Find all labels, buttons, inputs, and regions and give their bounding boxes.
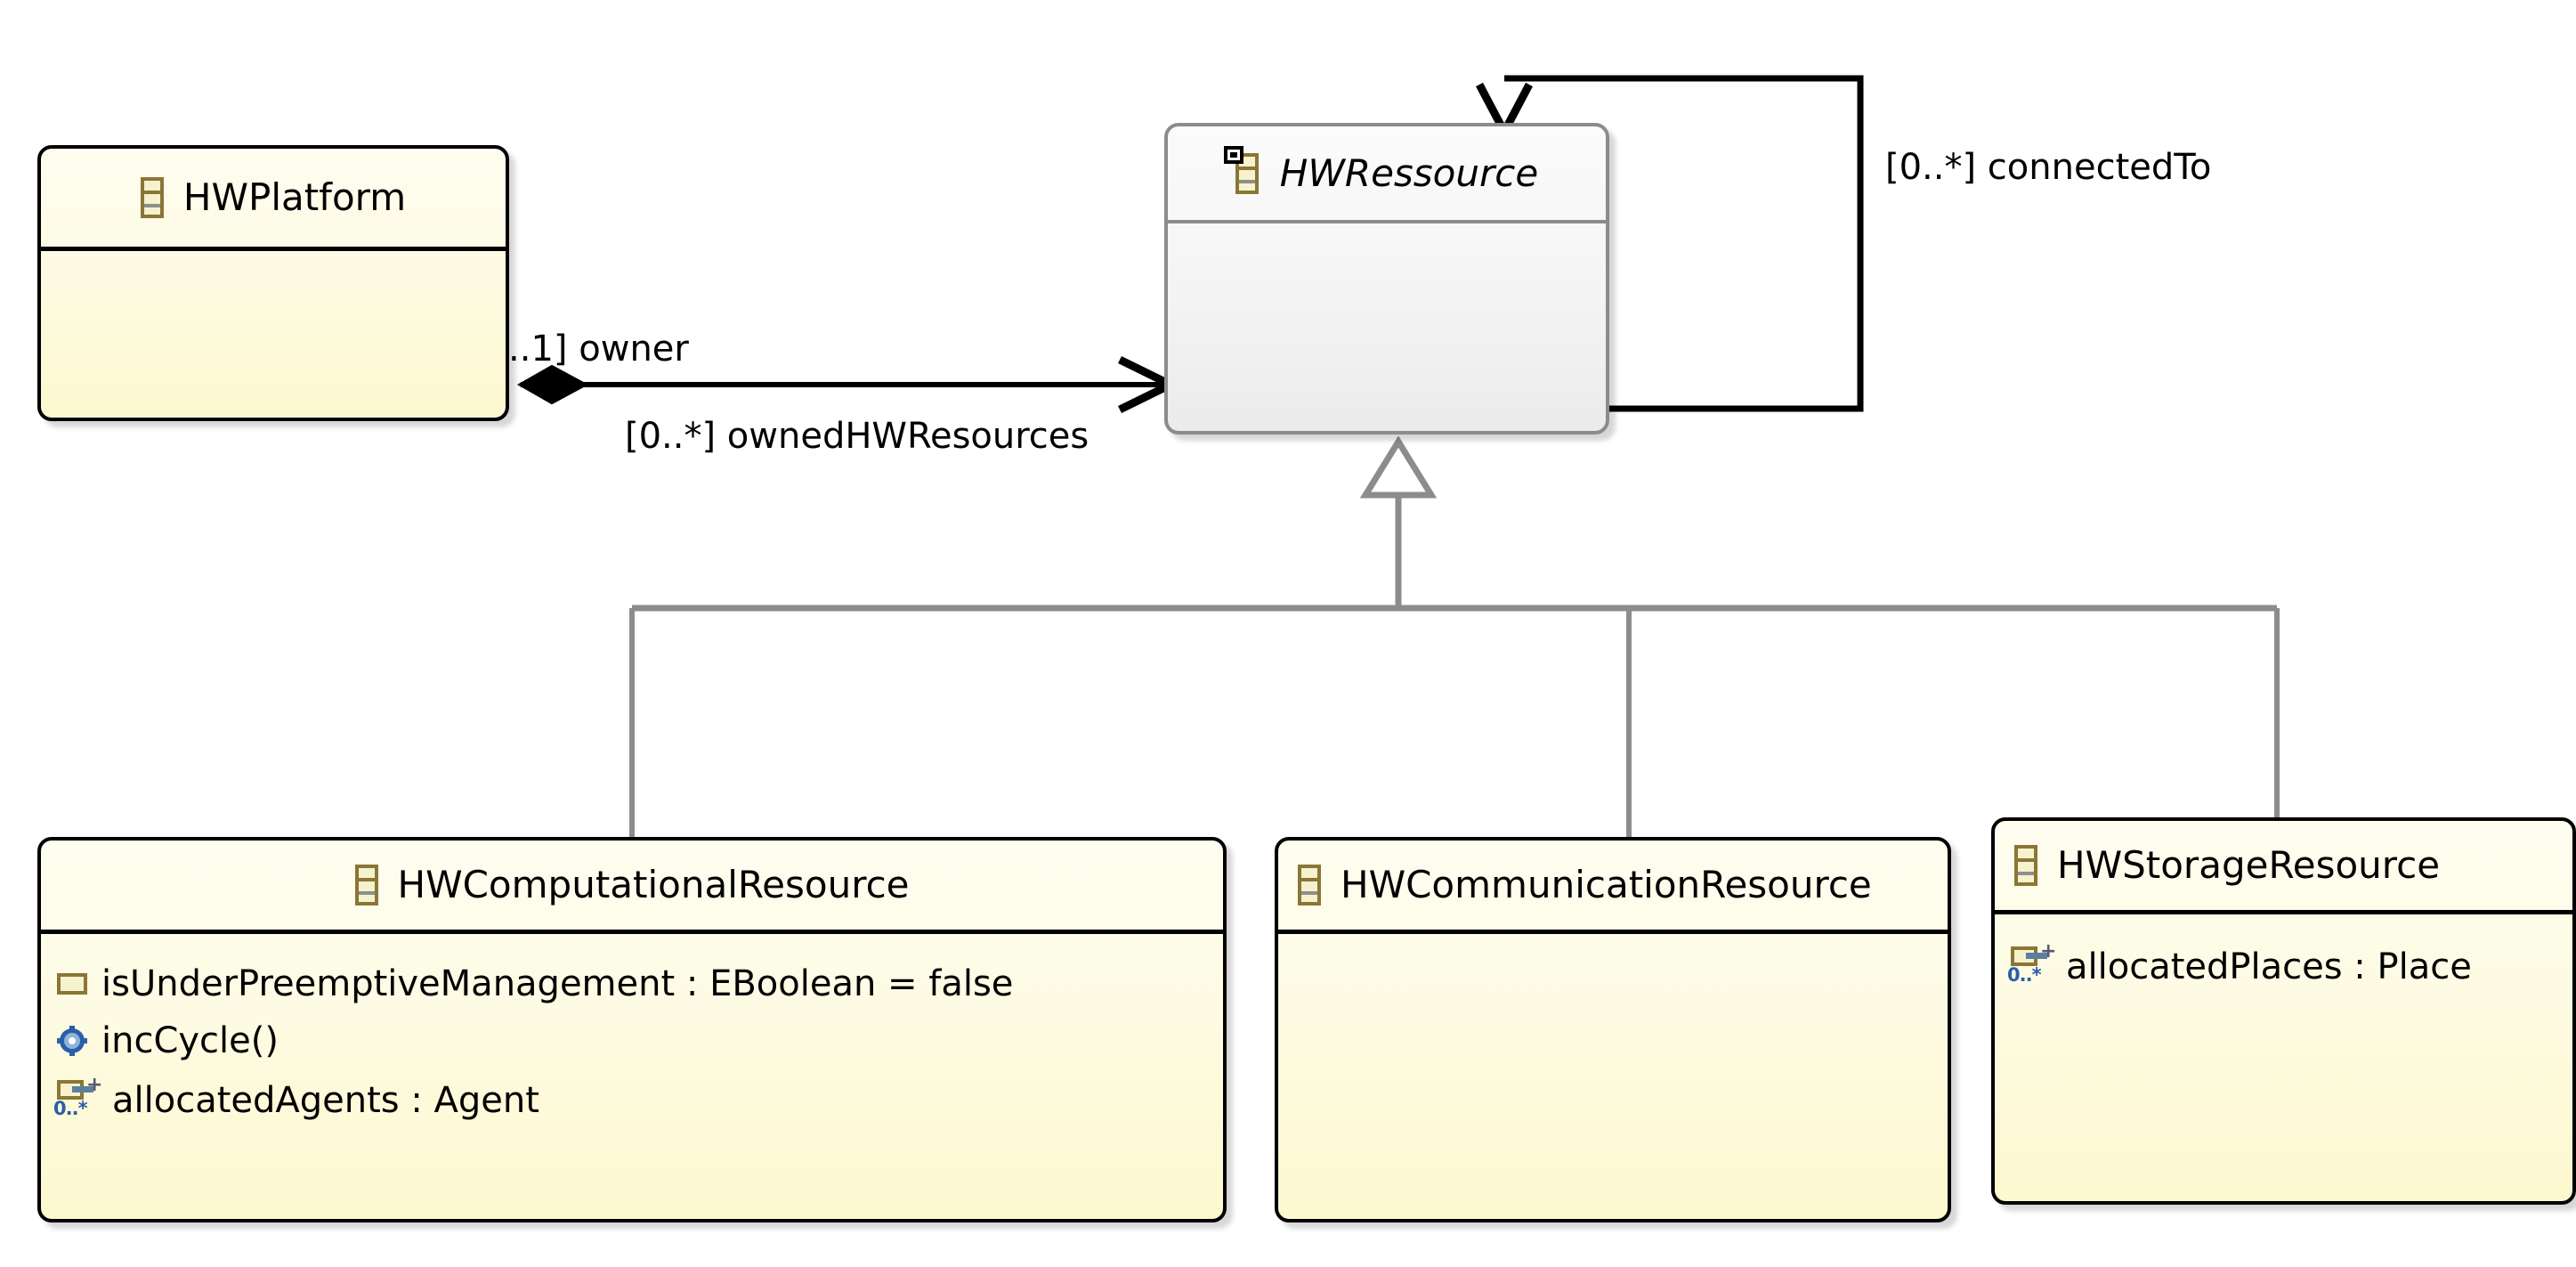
class-body-hwressource bbox=[1168, 223, 1606, 431]
class-body-hwstorageresource: + 0..* allocatedPlaces : Place bbox=[1995, 914, 2572, 1201]
eclass-icon bbox=[140, 177, 164, 218]
class-body-hwcommunicationresource bbox=[1278, 934, 1948, 1219]
reference-icon: + 0..* bbox=[2007, 940, 2057, 986]
operation-icon bbox=[57, 1026, 87, 1056]
class-divider bbox=[41, 930, 1223, 934]
class-header-hwcomputationalresource: HWComputationalResource bbox=[41, 841, 1223, 930]
association-arrowhead bbox=[1118, 355, 1180, 414]
abstract-decorator-icon bbox=[1223, 145, 1243, 164]
generalization-triangle bbox=[1359, 435, 1438, 499]
class-divider bbox=[1995, 910, 2572, 914]
class-feature-label: isUnderPreemptiveManagement : EBoolean =… bbox=[101, 963, 1014, 1004]
class-divider bbox=[41, 247, 506, 251]
class-name-hwcommunicationresource: HWCommunicationResource bbox=[1341, 863, 1872, 906]
composition-diamond bbox=[516, 364, 589, 405]
class-feature-row[interactable]: + 0..* allocatedPlaces : Place bbox=[1995, 939, 2572, 995]
edge-label-owned-hw-resources: [0..*] ownedHWResources bbox=[625, 416, 1090, 457]
reference-icon: + 0..* bbox=[53, 1074, 103, 1119]
class-body-hwplatform bbox=[41, 251, 506, 418]
class-feature-label: allocatedAgents : Agent bbox=[112, 1080, 539, 1121]
class-header-hwplatform: HWPlatform bbox=[41, 149, 506, 247]
class-node-hwcommunicationresource[interactable]: HWCommunicationResource bbox=[1275, 837, 1951, 1222]
edge-generalization-tree[interactable] bbox=[629, 435, 2280, 837]
eclass-icon bbox=[354, 865, 378, 906]
class-body-hwcomputationalresource: isUnderPreemptiveManagement : EBoolean =… bbox=[41, 934, 1223, 1219]
class-node-hwplatform[interactable]: HWPlatform bbox=[37, 145, 509, 421]
eclass-icon bbox=[2014, 845, 2037, 886]
class-header-hwcommunicationresource: HWCommunicationResource bbox=[1278, 841, 1948, 930]
eclass-icon bbox=[1223, 145, 1259, 194]
class-divider bbox=[1278, 930, 1948, 934]
class-header-hwressource: HWRessource bbox=[1168, 126, 1606, 220]
class-feature-label: incCycle() bbox=[101, 1020, 279, 1061]
class-header-hwstorageresource: HWStorageResource bbox=[1995, 821, 2572, 910]
class-name-hwcomputationalresource: HWComputationalResource bbox=[397, 863, 910, 906]
class-name-hwplatform: HWPlatform bbox=[182, 175, 407, 219]
class-feature-label: allocatedPlaces : Place bbox=[2066, 946, 2472, 987]
class-divider bbox=[1168, 220, 1606, 223]
class-feature-row[interactable]: + 0..* allocatedAgents : Agent bbox=[41, 1073, 1223, 1128]
class-node-hwcomputationalresource[interactable]: HWComputationalResource isUnderPreemptiv… bbox=[37, 837, 1227, 1222]
edge-label-connected-to: [0..*] connectedTo bbox=[1885, 147, 2212, 188]
class-node-hwstorageresource[interactable]: HWStorageResource + 0..* allocatedPlaces… bbox=[1991, 817, 2576, 1205]
class-node-hwressource[interactable]: HWRessource bbox=[1164, 123, 1609, 435]
attribute-icon bbox=[57, 973, 87, 995]
class-feature-row[interactable]: incCycle() bbox=[41, 1016, 1223, 1066]
class-name-hwstorageresource: HWStorageResource bbox=[2057, 843, 2441, 887]
class-feature-row[interactable]: isUnderPreemptiveManagement : EBoolean =… bbox=[41, 959, 1223, 1009]
eclass-icon bbox=[1298, 865, 1321, 906]
class-name-hwressource: HWRessource bbox=[1279, 150, 1539, 195]
